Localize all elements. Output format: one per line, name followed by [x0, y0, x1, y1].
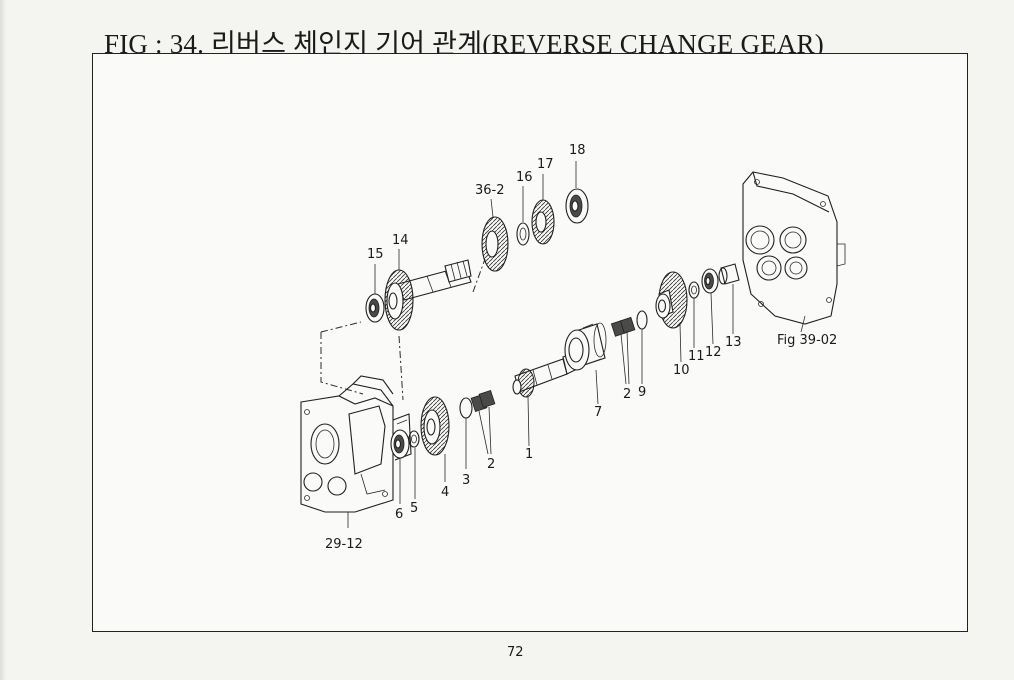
page-binding-edge — [0, 0, 6, 680]
callout-14: 14 — [392, 233, 409, 248]
page-number: 72 — [507, 645, 524, 660]
gear-10 — [655, 271, 688, 329]
callout-5: 5 — [410, 501, 418, 516]
leader-lines — [347, 161, 806, 528]
snap-ring-3 — [459, 397, 473, 419]
washer-11 — [688, 281, 700, 299]
callout-11: 11 — [688, 349, 705, 364]
callout-7: 7 — [594, 405, 602, 420]
callout-18: 18 — [569, 143, 586, 158]
callout-17: 17 — [537, 157, 554, 172]
collar-13 — [718, 263, 740, 285]
housing-cover-29-12 — [300, 375, 394, 513]
callout-4: 4 — [441, 485, 449, 500]
callout-2-upper: 2 — [623, 387, 631, 402]
diagram-frame: 18 17 16 36-2 15 14 Fig 39-02 13 12 11 1… — [92, 53, 968, 632]
washer-16 — [516, 222, 530, 246]
assembly-guide-right — [398, 335, 404, 401]
gear-4 — [420, 396, 450, 456]
bearing-12 — [701, 268, 719, 294]
callout-16: 16 — [516, 170, 533, 185]
snap-ring-9 — [636, 310, 648, 330]
callout-10: 10 — [673, 363, 690, 378]
assembly-guide-shaft — [472, 258, 486, 293]
bearing-18 — [565, 188, 589, 224]
assembly-guide-left — [320, 332, 364, 395]
callout-29-12: 29-12 — [325, 537, 363, 552]
callout-6: 6 — [395, 507, 403, 522]
bearing-15 — [365, 293, 385, 323]
callout-3: 3 — [462, 473, 470, 488]
callout-2-lower: 2 — [487, 457, 495, 472]
gear-36-2 — [481, 216, 509, 272]
exploded-view-diagram: 18 17 16 36-2 15 14 Fig 39-02 13 12 11 1… — [300, 143, 846, 552]
callout-15: 15 — [367, 247, 384, 262]
counter-shaft-14 — [384, 259, 472, 331]
gear-17 — [531, 199, 555, 245]
clutch-hub-7 — [564, 322, 607, 371]
rear-housing-fig39-02 — [742, 171, 846, 325]
bearing-6 — [390, 429, 410, 459]
callout-36-2: 36-2 — [475, 183, 505, 198]
washer-5 — [408, 430, 420, 448]
assembly-guide-upper — [320, 321, 362, 333]
callout-1: 1 — [525, 447, 533, 462]
needle-bearing-2-lower — [470, 389, 496, 413]
callout-13: 13 — [725, 335, 742, 350]
callout-9: 9 — [638, 385, 646, 400]
needle-bearing-2-upper — [610, 316, 636, 337]
callout-12: 12 — [705, 345, 722, 360]
callout-fig39-02: Fig 39-02 — [777, 333, 837, 348]
